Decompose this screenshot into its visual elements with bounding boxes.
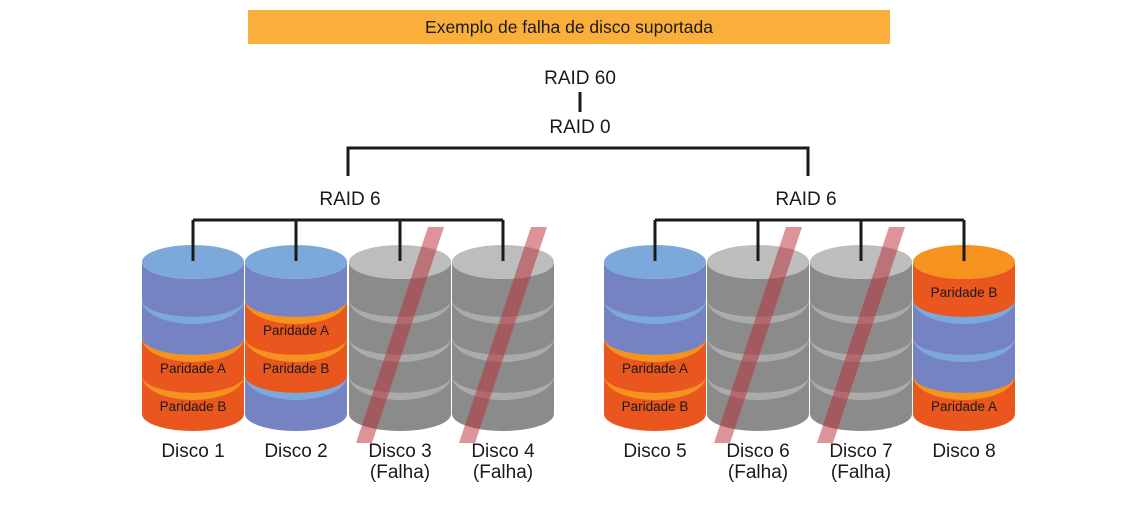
disk-status-label: (Falha)	[728, 462, 788, 483]
disk-rim	[604, 338, 706, 362]
disk-segment	[245, 262, 347, 317]
disk-rim	[913, 338, 1015, 362]
disk-6: Disco 6(Falha)	[707, 220, 809, 483]
disk-top-cap	[913, 245, 1015, 279]
disk-rim	[142, 376, 244, 400]
disk-rim	[810, 300, 912, 324]
parity-label: Paridade A	[622, 361, 688, 376]
disk-4: Disco 4(Falha)	[452, 220, 554, 483]
disk-segment	[452, 338, 554, 393]
disk-status-label: (Falha)	[370, 462, 430, 483]
disk-rim	[142, 300, 244, 324]
disk-segment	[913, 338, 1015, 393]
disk-rim	[707, 300, 809, 324]
disk-7: Disco 7(Falha)	[810, 220, 912, 483]
disk-segment	[913, 376, 1015, 431]
disk-segment	[142, 300, 244, 355]
disk-segment	[604, 262, 706, 317]
title-banner-text: Exemplo de falha de disco suportada	[425, 17, 713, 37]
disk-top-cap	[142, 245, 244, 279]
failure-slash	[714, 227, 802, 443]
disk-segment	[604, 376, 706, 431]
raid0-label: RAID 0	[549, 117, 610, 138]
disk-rim	[604, 376, 706, 400]
parity-label: Paridade A	[263, 323, 329, 338]
disk-segment	[452, 262, 554, 317]
parity-label: Paridade B	[931, 285, 998, 300]
disk-rim	[245, 300, 347, 324]
disk-name-label: Disco 2	[264, 441, 327, 462]
disk-rim	[349, 338, 451, 362]
disk-rim	[349, 300, 451, 324]
disk-name-label: Disco 8	[932, 441, 995, 462]
raid6-left-label: RAID 6	[319, 189, 380, 210]
disk-segment	[245, 338, 347, 393]
disk-5: Paridade A Paridade B Disco 5	[604, 220, 706, 462]
parity-label: Paridade A	[931, 399, 997, 414]
disk-segment	[604, 300, 706, 355]
disk-segment	[707, 262, 809, 317]
disk-name-label: Disco 6	[726, 441, 789, 462]
disk-segment	[913, 300, 1015, 355]
title-banner	[248, 10, 890, 44]
disk-status-label: (Falha)	[473, 462, 533, 483]
failure-slash	[459, 227, 547, 443]
disk-rim	[245, 338, 347, 362]
raid6-right-label: RAID 6	[775, 189, 836, 210]
disk-segment	[142, 262, 244, 317]
failure-slash	[356, 227, 444, 443]
disk-top-cap	[245, 245, 347, 279]
parity-label: Paridade B	[160, 399, 227, 414]
disk-segment	[142, 376, 244, 431]
disk-rim	[452, 338, 554, 362]
raid60-label: RAID 60	[544, 68, 616, 89]
disk-segment	[707, 338, 809, 393]
disk-name-label: Disco 3	[368, 441, 431, 462]
disk-segment	[245, 376, 347, 431]
disk-status-label: (Falha)	[831, 462, 891, 483]
failure-slash	[817, 227, 905, 443]
disk-name-label: Disco 7	[829, 441, 892, 462]
disk-name-label: Disco 4	[471, 441, 535, 462]
disk-8: Paridade B Paridade A Disco 8	[913, 220, 1015, 462]
disk-3: Disco 3(Falha)	[349, 220, 451, 483]
disk-rim	[604, 300, 706, 324]
disk-top-cap	[604, 245, 706, 279]
parity-label: Paridade B	[622, 399, 689, 414]
disk-rim	[142, 338, 244, 362]
disk-rim	[810, 338, 912, 362]
disk-segment	[810, 338, 912, 393]
disk-segment	[810, 262, 912, 317]
disk-segment	[245, 300, 347, 355]
disk-segment	[913, 262, 1015, 317]
disk-name-label: Disco 5	[623, 441, 686, 462]
disk-rim	[913, 300, 1015, 324]
disk-segment	[349, 338, 451, 393]
disk-name-label: Disco 1	[161, 441, 224, 462]
disk-segment	[349, 262, 451, 317]
disk-rim	[913, 376, 1015, 400]
disk-1: Paridade A Paridade B Disco 1	[142, 220, 244, 462]
parity-label: Paridade A	[160, 361, 226, 376]
disk-rim	[245, 376, 347, 400]
disk-segment	[604, 338, 706, 393]
main-bracket	[346, 146, 810, 176]
parity-label: Paridade B	[263, 361, 330, 376]
disk-2: Paridade A Paridade B Disco 2	[245, 220, 347, 462]
disk-rim	[707, 338, 809, 362]
disk-segment	[142, 338, 244, 393]
disk-rim	[452, 300, 554, 324]
